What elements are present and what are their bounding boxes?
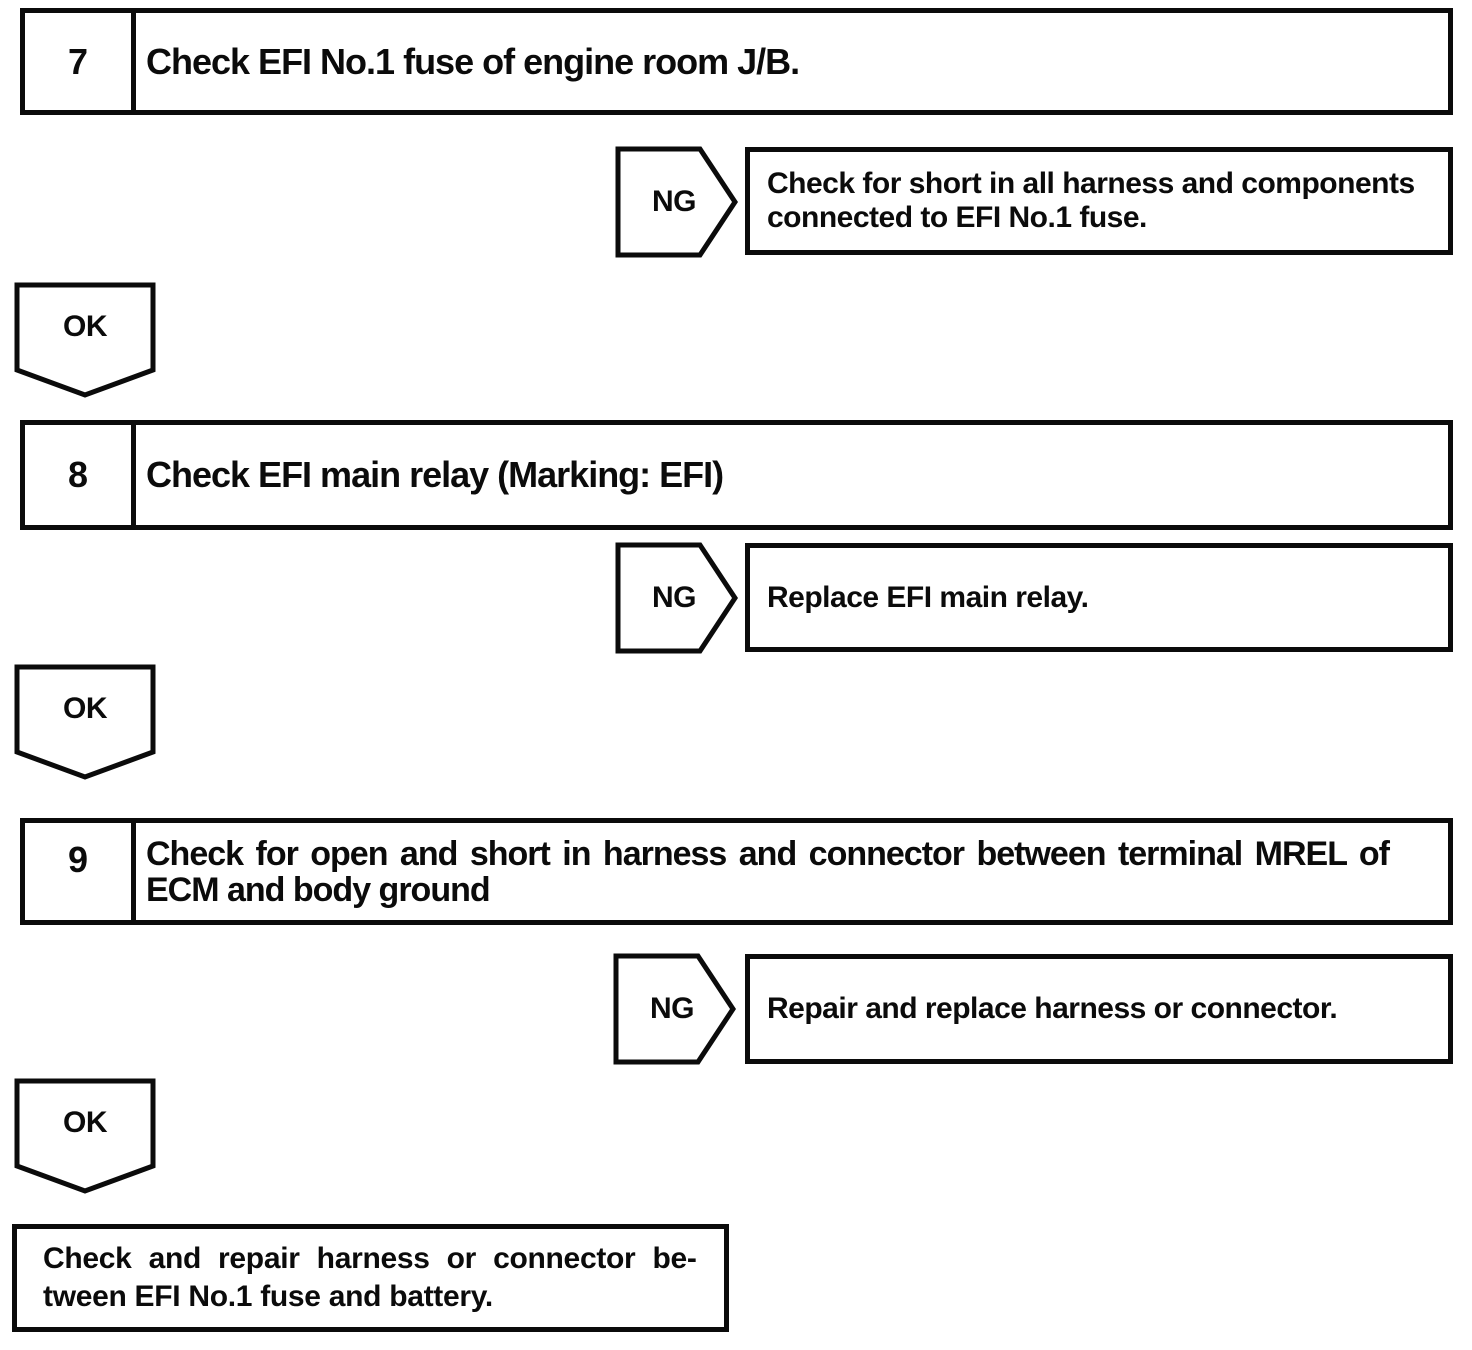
- ng-action-box-9: Repair and replace harness or connector.: [745, 954, 1453, 1064]
- step-title-8-text: Check EFI main relay (Marking: EFI): [146, 454, 724, 495]
- step-box-7: 7 Check EFI No.1 fuse of engine room J/B…: [20, 8, 1453, 115]
- step-number-9: 9: [25, 823, 136, 920]
- step-title-9: Check for open and short in harness and …: [136, 823, 1448, 920]
- step-title-7: Check EFI No.1 fuse of engine room J/B.: [136, 13, 1448, 110]
- step-box-8: 8 Check EFI main relay (Marking: EFI): [20, 420, 1453, 530]
- ng-arrow-icon: [613, 953, 736, 1065]
- step-title-7-text: Check EFI No.1 fuse of engine room J/B.: [146, 40, 800, 82]
- ok-label-9: OK: [63, 1106, 108, 1139]
- ng-action-7-line1: Check for short in all harness and compo…: [767, 167, 1415, 200]
- ng-arrow-icon: [615, 146, 738, 258]
- ok-label-8: OK: [63, 692, 108, 725]
- step-title-9-line2: ECM and body ground: [146, 870, 491, 909]
- ok-label-7: OK: [63, 310, 108, 343]
- ng-action-box-7: Check for short in all harness and compo…: [745, 147, 1453, 255]
- ng-action-8-line1: Replace EFI main relay.: [767, 580, 1089, 614]
- step-title-8: Check EFI main relay (Marking: EFI): [136, 425, 1448, 525]
- ng-label-9: NG: [650, 992, 695, 1025]
- step-box-9: 9 Check for open and short in harness an…: [20, 818, 1453, 925]
- ok-pointer-icon: [14, 664, 156, 780]
- step-number-7: 7: [25, 13, 136, 110]
- step-number-8: 8: [25, 425, 136, 525]
- ng-action-box-8: Replace EFI main relay.: [745, 543, 1453, 652]
- final-action-line2: tween EFI No.1 fuse and battery.: [43, 1280, 493, 1313]
- final-action-line1: Check and repair harness or connector be…: [43, 1242, 697, 1275]
- ng-action-7-line2: connected to EFI No.1 fuse.: [767, 201, 1147, 234]
- ok-pointer-icon: [14, 282, 156, 398]
- final-action-box: Check and repair harness or connector be…: [12, 1224, 729, 1332]
- ok-pointer-icon: [14, 1078, 156, 1194]
- step-title-9-line1: Check for open and short in harness and …: [146, 834, 1390, 873]
- ng-arrow-icon: [615, 542, 738, 654]
- ng-action-9-line1: Repair and replace harness or connector.: [767, 992, 1338, 1025]
- ng-label-7: NG: [652, 185, 697, 218]
- ng-label-8: NG: [652, 581, 697, 614]
